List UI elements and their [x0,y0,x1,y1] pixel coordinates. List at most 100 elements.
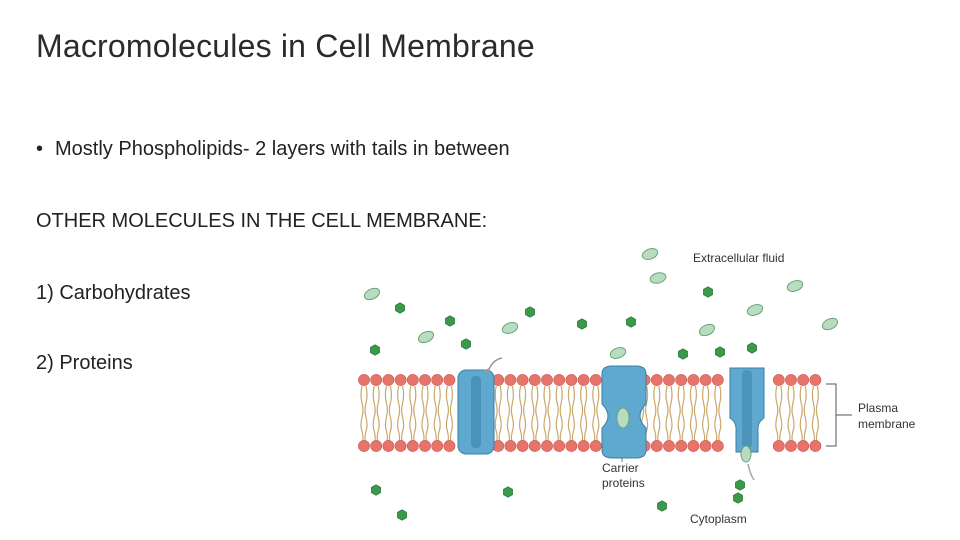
lipid-tail [584,385,588,418]
lipid-tail [580,416,584,444]
lipid-tail [702,416,706,444]
lipid-tail [376,385,380,418]
phospholipid-head [370,374,383,386]
lipid-tail [706,385,710,418]
lipid-tail [689,385,693,418]
lipid-tail [364,416,368,444]
transport-arrow [487,357,503,373]
phospholipid-head [358,440,370,452]
lipid-tail [425,416,429,444]
lipid-tail [681,385,685,418]
label-plasma: Plasma [858,401,898,415]
phospholipid-head [675,440,688,452]
transport-arrow [747,463,755,481]
lipid-tail [376,416,380,444]
lipid-tail [372,416,376,444]
solute-hexagon [371,484,381,496]
bullet-text: Mostly Phospholipids- 2 layers with tail… [55,138,510,160]
lipid-tail [360,416,364,444]
label-membrane: membrane [858,417,916,431]
phospholipid-head [394,374,407,386]
lipid-tail [665,416,669,444]
lipid-tail [494,416,498,444]
transported-molecule [740,445,752,463]
lipid-tail [799,416,803,444]
phospholipid-head [443,374,456,386]
phospholipid-head [785,374,797,386]
lipid-tail [584,416,588,444]
phospholipid-head [516,374,529,386]
solute-ellipse [641,248,659,260]
phospholipid-head [382,374,395,386]
phospholipid-head [589,374,602,386]
solute-hexagon [503,486,513,498]
lipid-tail [519,385,523,418]
lipid-tail [360,385,364,418]
label-cytoplasm: Cytoplasm [690,512,747,526]
solute-hexagon [747,342,757,354]
phospholipid-head [577,374,590,386]
phospholipid-head [504,374,517,386]
phospholipid-head [419,374,431,386]
solute-hexagon [657,500,667,512]
lipid-tail [445,385,449,418]
phospholipid-head [797,374,810,386]
lipid-tail [645,385,649,418]
lipid-tail [555,416,559,444]
phospholipid-head [443,440,456,452]
lipid-tail [559,385,563,418]
lipid-tail [401,416,405,444]
lipid-tail [787,416,791,444]
phospholipid-head [809,440,822,452]
phospholipid-head [358,374,370,386]
phospholipid-head [504,440,517,452]
solute-ellipse [363,287,381,301]
lipid-tail [657,385,661,418]
bullet-phospholipids: •Mostly Phospholipids- 2 layers with tai… [36,138,510,161]
lipid-tail [519,416,523,444]
phospholipid-head [431,440,444,452]
lipid-tail [543,385,547,418]
solute-hexagon [735,479,745,491]
phospholipid-head [687,440,700,452]
lipid-tail [397,416,401,444]
list-item-carbohydrates: 1) Carbohydrates [36,282,191,304]
lipid-tail [677,385,681,418]
solute-hexagon [678,348,688,360]
phospholipid-head [528,374,541,386]
lipid-tail [714,416,718,444]
label-proteins: proteins [602,476,645,490]
lipid-tail [531,385,535,418]
solute-ellipse [746,304,764,316]
lipid-tail [580,385,584,418]
lipid-tail [665,385,669,418]
lipid-tail [498,385,502,418]
lipid-tail [506,385,510,418]
solute-hexagon [626,316,636,328]
solute-hexagon [577,318,587,330]
phospholipid-head [675,374,688,386]
lipid-tail [815,416,819,444]
lipid-tail [510,385,514,418]
lipid-tail [421,385,425,418]
solute-hexagon [370,344,380,356]
lipid-tail [531,416,535,444]
lipid-tail [409,416,413,444]
lipid-tail [718,385,722,418]
lipid-tail [811,416,815,444]
lipid-tail [775,385,779,418]
phospholipid-head [382,440,395,452]
lipid-tail [555,385,559,418]
lipid-tail [421,416,425,444]
phospholipid-head [663,374,675,386]
transported-molecule [616,407,630,429]
membrane-diagram: Extracellular fluid Plasma membrane Carr… [358,248,916,526]
phospholipid-head [541,374,553,386]
lipid-tail [535,385,539,418]
phospholipid-head [785,440,797,452]
solute-ellipse [609,347,627,359]
phospholipid-head [528,440,541,452]
phospholipid-head [699,440,712,452]
solute-hexagon [733,492,743,504]
arrow-head [484,368,490,374]
